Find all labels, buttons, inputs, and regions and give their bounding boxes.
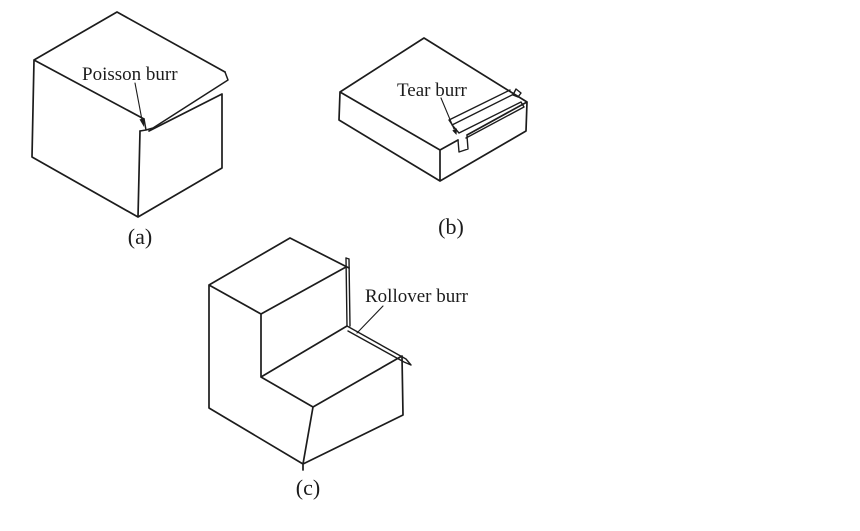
figure-c: Rollover burr (c) (208, 237, 469, 500)
figure-a: Poisson burr (a) (31, 11, 229, 249)
figure-c-caption: (c) (296, 475, 320, 500)
block-c-outline (208, 237, 404, 471)
rollover-burr-flange (345, 257, 412, 366)
poisson-burr-arrowhead (139, 118, 145, 127)
block-a-outline (31, 11, 226, 218)
rollover-burr-label: Rollover burr (365, 286, 469, 307)
poisson-burr-label: Poisson burr (82, 64, 178, 85)
rollover-burr-leader-line (356, 305, 384, 334)
poisson-burr-leader-line (134, 82, 143, 121)
poisson-burr-flange (139, 71, 229, 132)
tear-burr-arrowhead (452, 128, 457, 135)
block-b-outline (338, 37, 528, 182)
tear-burr-label: Tear burr (397, 80, 468, 101)
figure-b: Tear burr (b) (338, 37, 528, 239)
tear-burr-sliver (448, 88, 525, 153)
figure-a-caption: (a) (128, 224, 152, 249)
tear-burr-leader-line (440, 97, 455, 130)
figure-b-caption: (b) (438, 214, 464, 239)
